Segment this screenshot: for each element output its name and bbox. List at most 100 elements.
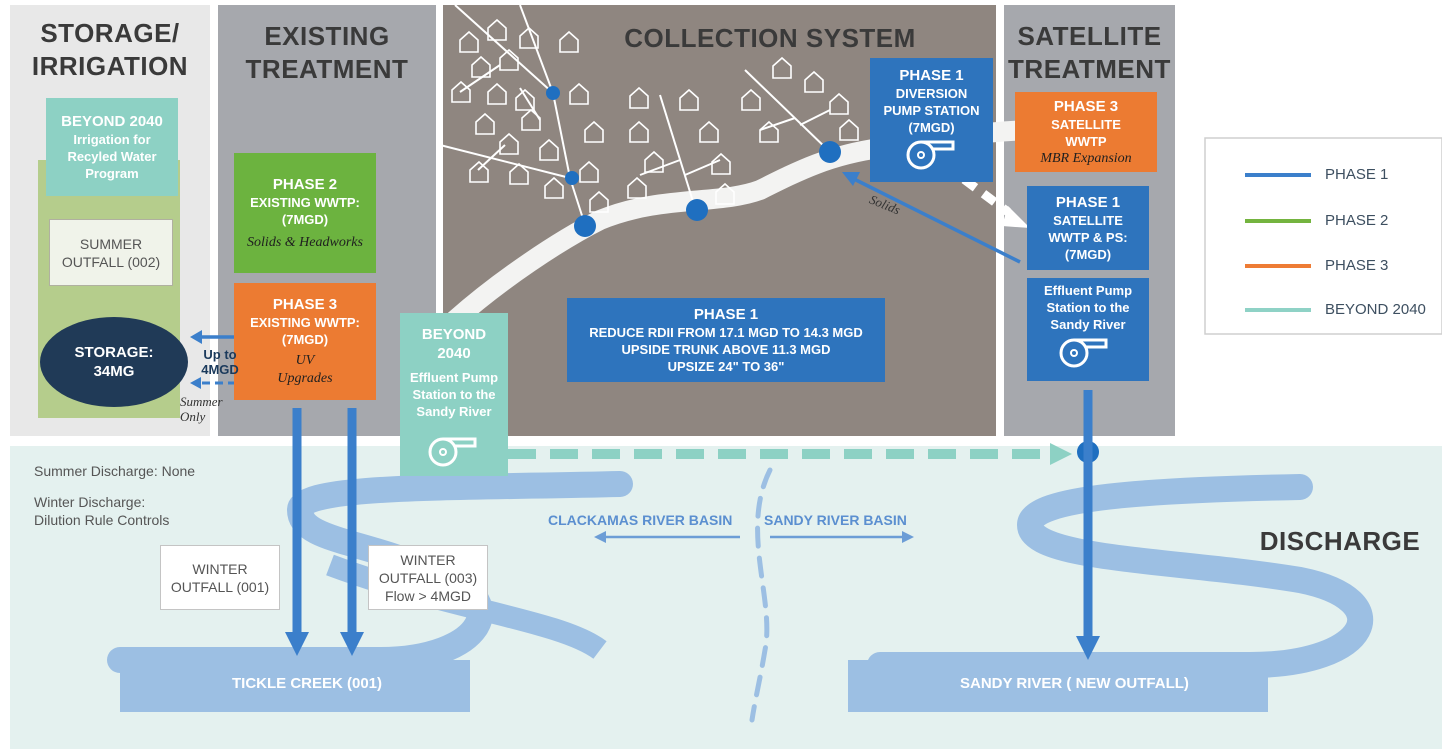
diversion-pump-icon [906, 140, 955, 170]
sandy-basin-arrowhead [902, 531, 914, 543]
sandy-outfall-arrowhead [1076, 636, 1100, 660]
phase1-satellite-title: PHASE 1 [1055, 194, 1121, 211]
phase3-existing-line3: (7MGD) [281, 332, 329, 347]
phase3-satellite-line2: SATELLITE [1051, 116, 1121, 132]
phase3-existing-scope1: UV [295, 353, 315, 368]
phase1-diversion-title: PHASE 1 [899, 67, 964, 84]
pump-icon [428, 437, 477, 467]
beyond-pump-title1: BEYOND [421, 326, 487, 343]
discharge-heading: DISCHARGE [1259, 526, 1421, 556]
beyond-pump-title2: 2040 [437, 345, 471, 362]
existing-heading-line2: TREATMENT [245, 54, 409, 84]
tickle-creek-band [120, 660, 470, 712]
winter-outfall-001-line1: WINTER [192, 560, 248, 577]
phase3-existing-scope2: Upgrades [277, 371, 333, 386]
storage-tank-volume: 34MG [93, 363, 135, 380]
outfall-003-arrowhead [340, 632, 364, 656]
phase2-existing-line3: (7MGD) [281, 211, 329, 227]
winter-outfall-003-line2: OUTFALL (003) [378, 569, 478, 586]
storage-heading-line2: IRRIGATION [31, 51, 189, 81]
satellite-heading-line1: SATELLITE [1017, 21, 1162, 51]
beyond-2040-irrigation-box: BEYOND 2040 Irrigation for Recyled Water… [46, 98, 178, 196]
clackamas-arrowhead [594, 531, 606, 543]
phase1-collection-line2: REDUCE RDII FROM 17.1 MGD TO 14.3 MGD [589, 325, 863, 340]
up-to-label: Up to [203, 347, 237, 362]
phase1-diversion-line2: DIVERSION [895, 86, 968, 101]
beyond-irrigation-line4: Program [85, 166, 139, 181]
winter-discharge-note: Winter Discharge: Dilution Rule Controls [34, 493, 169, 529]
winter-outfall-003-box: WINTER OUTFALL (003) Flow > 4MGD [368, 545, 488, 610]
legend-item-beyond: BEYOND 2040 [1245, 301, 1426, 318]
tickle-creek-river [107, 471, 633, 673]
legend-label-beyond: BEYOND 2040 [1325, 301, 1426, 318]
tickle-creek-label: TICKLE CREEK (001) [232, 675, 383, 692]
phase1-satellite-line2: SATELLITE [1053, 213, 1123, 228]
sandy-river [867, 474, 1374, 678]
winter-outfall-003-line3: Flow > 4MGD [385, 587, 471, 604]
up-to-4mgd-arrowhead [190, 330, 202, 344]
phase2-existing-title: PHASE 2 [272, 175, 338, 193]
diversion-arrowhead [1002, 206, 1030, 228]
summer-outfall-line1: SUMMER [79, 235, 143, 252]
sandy-basin-label: SANDY RIVER BASIN [764, 512, 907, 528]
legend-item-phase2: PHASE 2 [1245, 212, 1388, 229]
satellite-heading: SATELLITE TREATMENT [1004, 20, 1175, 86]
summer-only-label: Summer Only [180, 394, 240, 424]
phase3-existing-line2: EXISTING WWTP: [250, 315, 360, 330]
beyond-pump-line3: Effluent Pump [409, 370, 499, 385]
legend: PHASE 1 PHASE 2 PHASE 3 BEYOND 2040 [1205, 138, 1442, 334]
legend-swatch-phase2 [1245, 218, 1311, 223]
four-mgd-label: 4MGD [201, 362, 239, 377]
phase1-effluent-line3: Sandy River [1050, 317, 1126, 332]
summer-discharge-note: Summer Discharge: None [34, 463, 196, 479]
summer-label: Summer [180, 394, 223, 409]
storage-tank-title: STORAGE: [74, 344, 154, 361]
solids-arrowhead [842, 172, 860, 186]
phase1-satellite-line3: WWTP & PS: [1048, 230, 1128, 245]
beyond-pump-line4: Station to the [412, 387, 496, 402]
effluent-pump-icon [1059, 338, 1108, 368]
beyond-irrigation-line3: Recyled Water [67, 149, 157, 164]
legend-label-phase3: PHASE 3 [1325, 257, 1389, 274]
basin-divider [749, 467, 773, 723]
houses [451, 18, 859, 213]
up-to-4mgd-label: Up to 4MGD [196, 347, 244, 377]
phase1-collection-line3: UPSIDE TRUNK ABOVE 11.3 MGD [621, 342, 831, 357]
beyond-2040-arrowhead [1050, 443, 1072, 465]
legend-swatch-phase1 [1245, 172, 1311, 177]
winter-outfall-001-box: WINTER OUTFALL (001) [160, 545, 280, 610]
phase1-effluent-pump-box: Effluent Pump Station to the Sandy River [1027, 278, 1149, 381]
solids-arrow [851, 176, 1021, 264]
winter-discharge-line2: Dilution Rule Controls [34, 512, 170, 528]
phase3-satellite-scope: MBR Expansion [1040, 150, 1132, 166]
storage-heading: STORAGE/ IRRIGATION [10, 17, 210, 83]
phase1-effluent-line2: Station to the [1046, 300, 1130, 315]
summer-arrowhead [190, 377, 201, 389]
storage-heading-line1: STORAGE/ [40, 18, 180, 48]
legend-label-phase1: PHASE 1 [1325, 166, 1389, 183]
sandy-river-label: SANDY RIVER ( NEW OUTFALL) [960, 675, 1189, 692]
existing-heading: EXISTING TREATMENT [218, 20, 436, 86]
legend-box [1204, 137, 1442, 335]
phase1-effluent-line1: Effluent Pump [1043, 283, 1133, 298]
outfall-001-arrowhead [285, 632, 309, 656]
winter-outfall-001-line2: OUTFALL (001) [170, 578, 270, 595]
legend-label-phase2: PHASE 2 [1325, 212, 1389, 229]
phase2-existing-wwtp-box: PHASE 2 EXISTING WWTP: (7MGD) Solids & H… [234, 153, 376, 273]
phase3-existing-title: PHASE 3 [272, 296, 338, 313]
phase3-satellite-line3: WWTP [1065, 133, 1107, 149]
existing-heading-line1: EXISTING [264, 21, 390, 51]
phase3-existing-wwtp-box: PHASE 3 EXISTING WWTP: (7MGD) UV Upgrade… [234, 283, 376, 400]
legend-swatch-phase3 [1245, 263, 1311, 268]
phase1-collection-box: PHASE 1 REDUCE RDII FROM 17.1 MGD TO 14.… [567, 298, 885, 382]
junction-dots [546, 86, 1099, 463]
beyond-irrigation-title: BEYOND 2040 [61, 113, 163, 130]
phase2-existing-scope: Solids & Headworks [247, 234, 363, 250]
only-label: Only [180, 409, 206, 424]
phase1-satellite-line4: (7MGD) [1064, 247, 1112, 262]
satellite-heading-line2: TREATMENT [1008, 54, 1171, 84]
beyond-pump-line5: Sandy River [416, 404, 492, 419]
phase1-satellite-box: PHASE 1 SATELLITE WWTP & PS: (7MGD) [1027, 186, 1149, 270]
phase1-diversion-line3: PUMP STATION [883, 103, 980, 118]
